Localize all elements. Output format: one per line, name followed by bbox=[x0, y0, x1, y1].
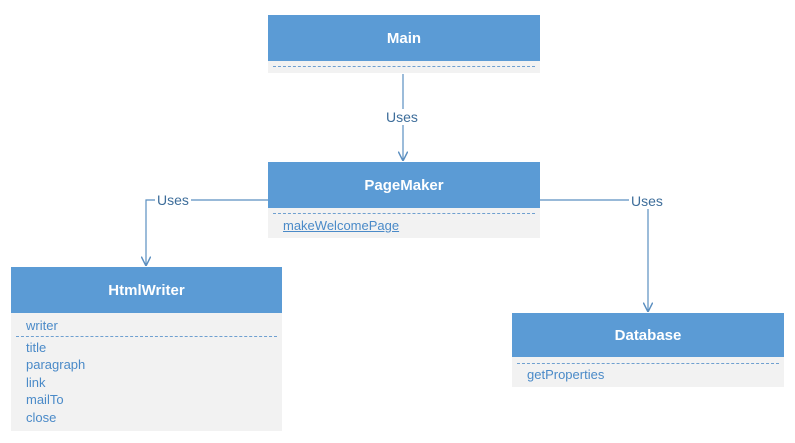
method-mailto: mailTo bbox=[26, 392, 64, 407]
edge-label-main-pagemaker: Uses bbox=[384, 109, 420, 125]
class-database[interactable]: Database getProperties bbox=[512, 313, 784, 387]
method-getproperties: getProperties bbox=[527, 367, 605, 382]
class-database-body: getProperties bbox=[512, 357, 784, 387]
class-main-body bbox=[268, 61, 540, 73]
method-close: close bbox=[26, 409, 57, 425]
method-link: link bbox=[26, 374, 46, 390]
method-paragraph: paragraph bbox=[26, 357, 86, 372]
class-pagemaker-name: PageMaker bbox=[268, 162, 540, 208]
method-title: title bbox=[26, 339, 47, 355]
class-htmlwriter-divider bbox=[16, 335, 277, 337]
class-htmlwriter-name: HtmlWriter bbox=[11, 267, 282, 313]
edge-label-pagemaker-htmlwriter: Uses bbox=[155, 192, 191, 208]
class-pagemaker-divider bbox=[273, 213, 535, 214]
class-main-name: Main bbox=[268, 15, 540, 61]
edge-pagemaker-database bbox=[540, 199, 648, 311]
class-main[interactable]: Main bbox=[268, 15, 540, 73]
class-htmlwriter[interactable]: HtmlWriter writer title paragraph link m… bbox=[11, 267, 282, 431]
field-writer: writer bbox=[26, 318, 58, 333]
edge-label-pagemaker-database: Uses bbox=[629, 193, 665, 209]
class-database-divider bbox=[517, 363, 779, 364]
class-pagemaker-body: makeWelcomePage bbox=[268, 208, 540, 238]
class-pagemaker[interactable]: PageMaker makeWelcomePage bbox=[268, 162, 540, 238]
class-database-name: Database bbox=[512, 313, 784, 357]
method-makewelcomepage: makeWelcomePage bbox=[283, 218, 400, 233]
class-htmlwriter-body: writer title paragraph link mailTo close bbox=[11, 313, 282, 431]
class-main-divider bbox=[273, 66, 535, 67]
edge-pagemaker-htmlwriter bbox=[146, 199, 268, 265]
